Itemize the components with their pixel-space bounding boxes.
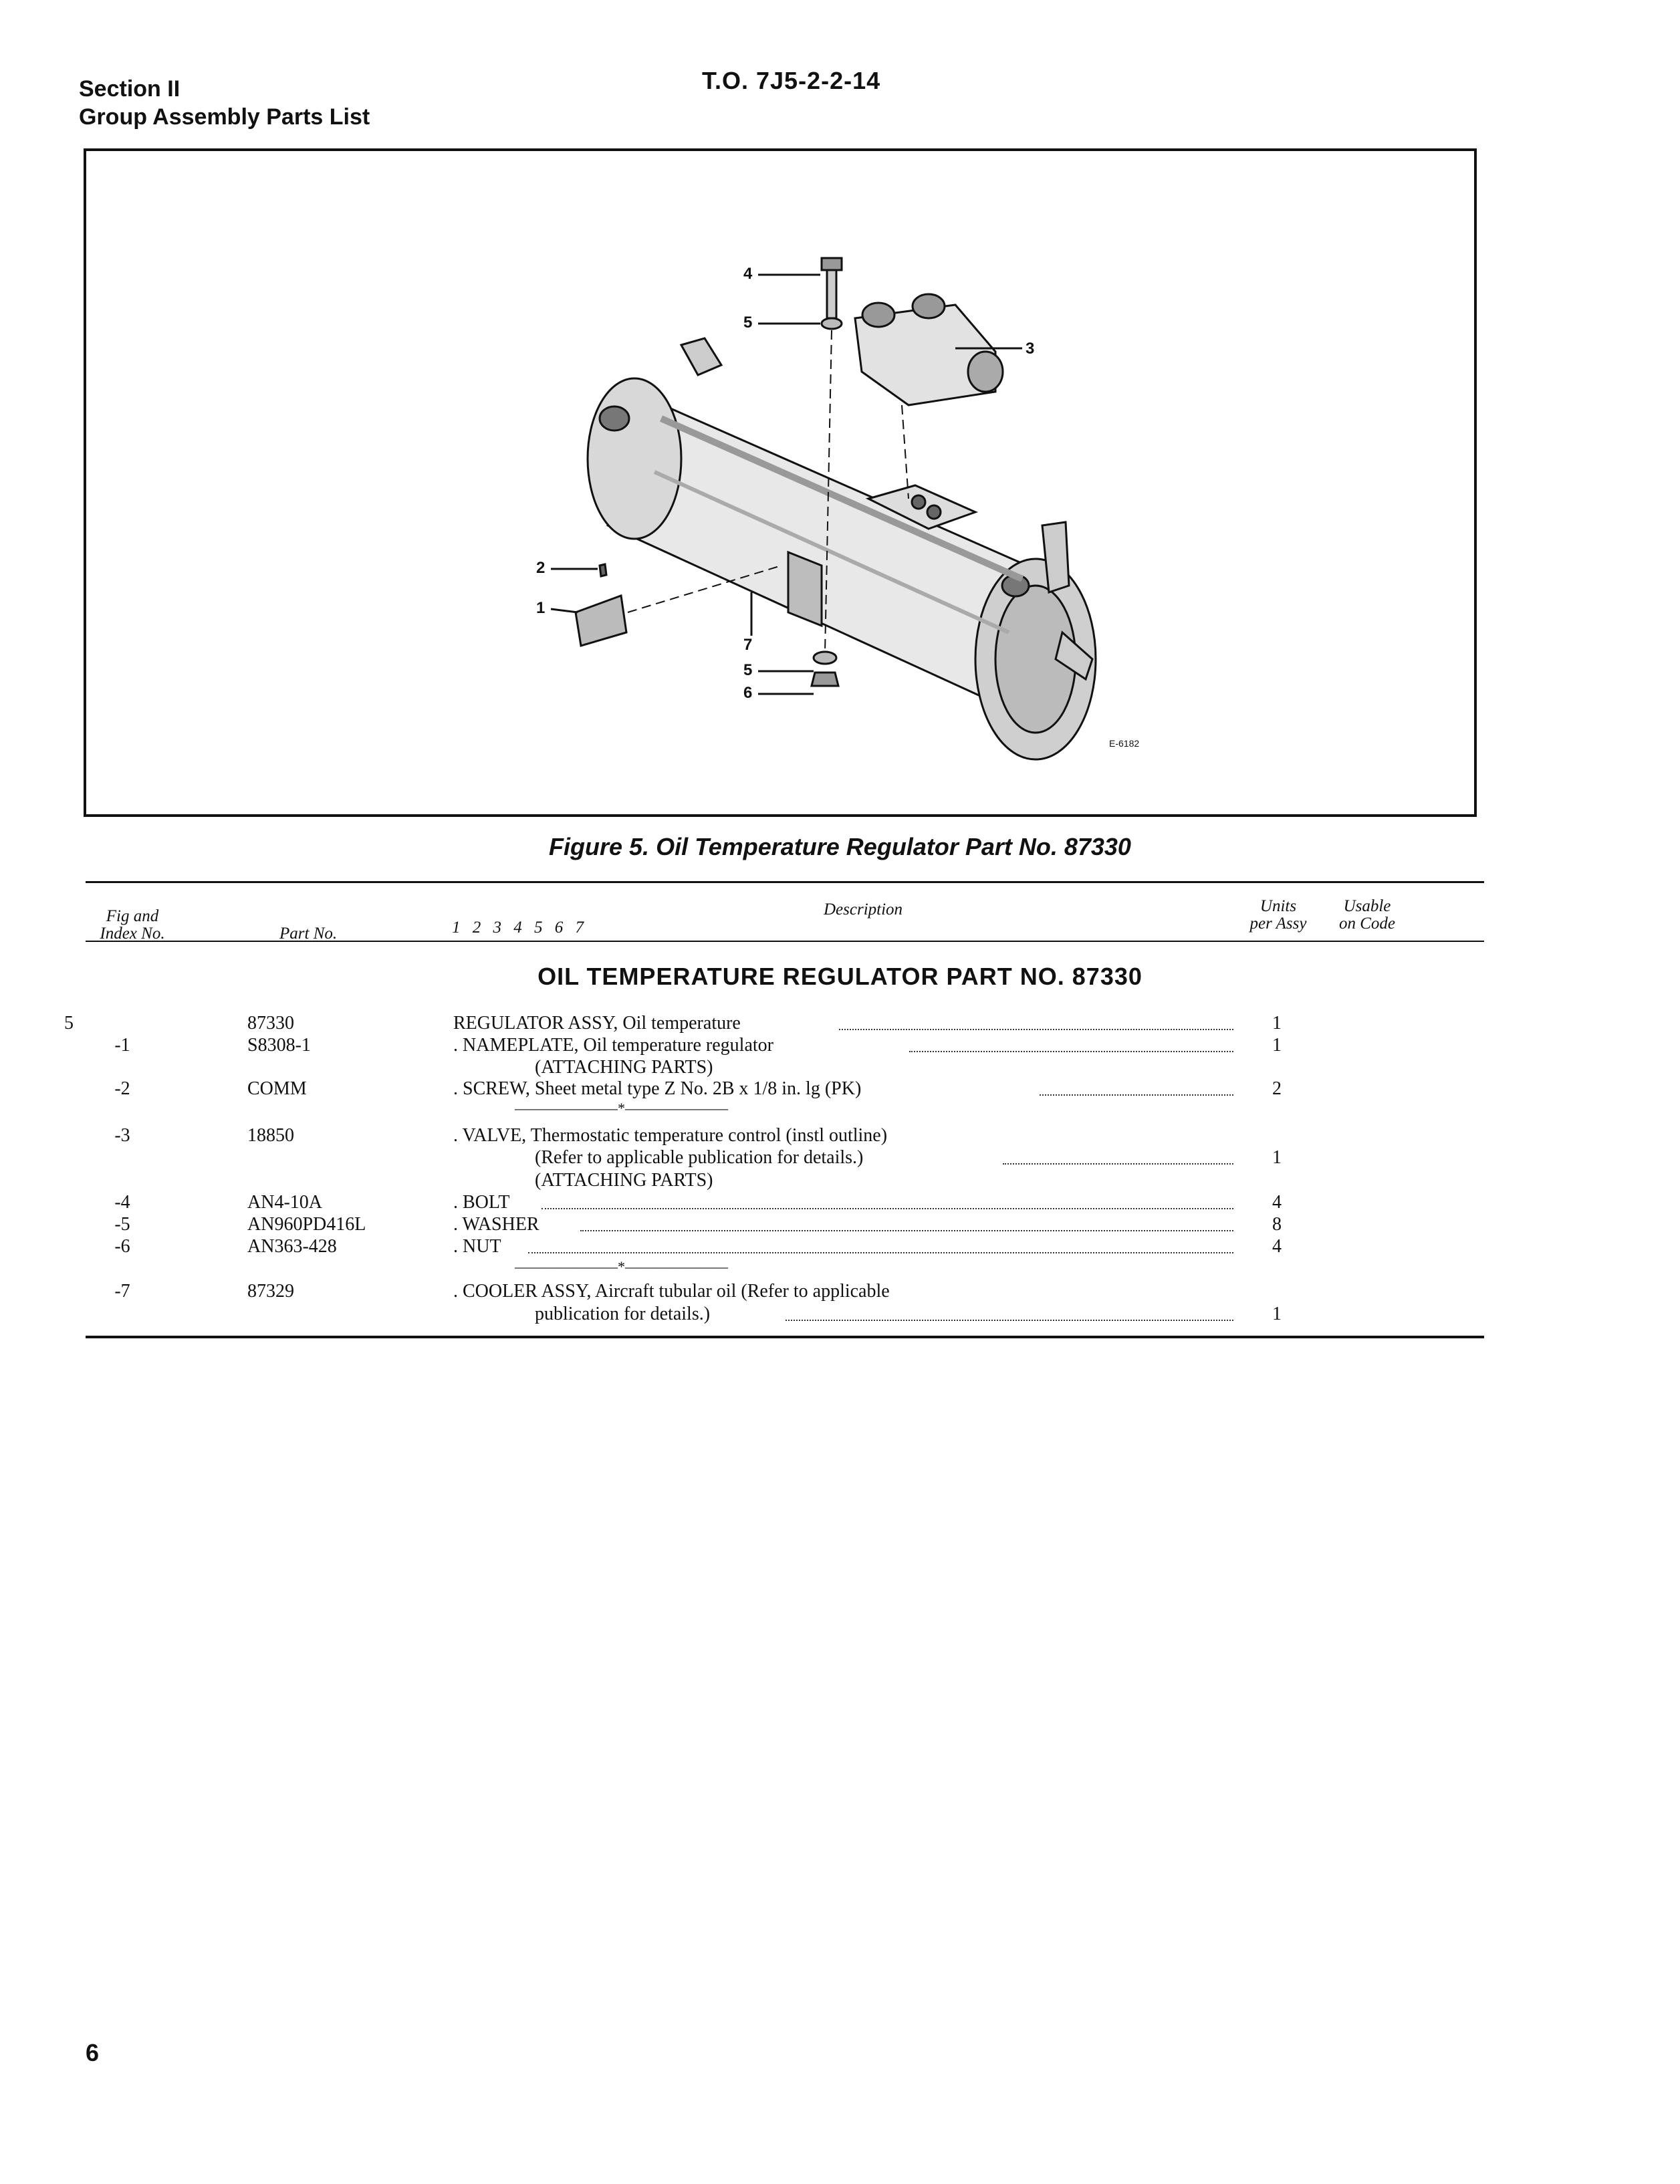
table-header-rule — [86, 941, 1484, 942]
row-units: 1 — [1272, 1304, 1282, 1324]
leader-dots — [542, 1208, 1233, 1209]
col-header-description: Description — [824, 900, 903, 919]
row-description: . VALVE, Thermostatic temperature contro… — [453, 1125, 888, 1146]
callout-5-bottom: 5 — [743, 661, 753, 679]
row-description: (ATTACHING PARTS) — [535, 1057, 713, 1078]
col-header-units-per-assy: Units per Assy — [1249, 897, 1307, 933]
drawing-code: E-6182 — [1109, 738, 1140, 749]
table-top-rule — [86, 881, 1484, 883]
washer-bottom — [812, 650, 838, 665]
row-units: 4 — [1272, 1236, 1282, 1257]
row-index: -5 — [114, 1214, 130, 1235]
row-description: . SCREW, Sheet metal type Z No. 2B x 1/8… — [453, 1078, 862, 1099]
figure-caption: Figure 5. Oil Temperature Regulator Part… — [549, 833, 1131, 860]
row-index: -1 — [114, 1035, 130, 1056]
table-bottom-rule — [86, 1336, 1484, 1338]
row-part-no: 87330 — [247, 1013, 294, 1034]
row-description: (ATTACHING PARTS) — [535, 1170, 713, 1191]
row-units: 1 — [1272, 1035, 1282, 1056]
row-index: 5 — [64, 1013, 74, 1034]
nameplate-mount — [787, 550, 823, 628]
col-header-indent-levels: 1 2 3 4 5 6 7 — [452, 919, 588, 937]
leader-dots — [786, 1320, 1233, 1321]
row-part-no: S8308-1 — [247, 1035, 311, 1056]
callout-1: 1 — [536, 599, 546, 617]
table-row: 5 87330 REGULATOR ASSY, Oil temperature … — [0, 1013, 1680, 1036]
leader-dots — [580, 1230, 1233, 1231]
row-index: -2 — [114, 1078, 130, 1099]
row-part-no: AN4-10A — [247, 1192, 322, 1213]
table-row: publication for details.) 1 — [0, 1304, 1680, 1326]
row-index: -3 — [114, 1125, 130, 1146]
leader-dots — [839, 1029, 1233, 1030]
nut — [810, 671, 840, 687]
bolt — [826, 265, 838, 320]
table-row: -6 AN363-428 . NUT 4 — [0, 1236, 1680, 1259]
row-description: . WASHER — [453, 1214, 539, 1235]
leader-dots — [909, 1051, 1233, 1052]
row-description: . NAMEPLATE, Oil temperature regulator — [453, 1035, 773, 1056]
attaching-parts-separator: ———————*——————— — [515, 1258, 728, 1275]
row-units: 4 — [1272, 1192, 1282, 1213]
cooler-left-end — [586, 377, 683, 540]
exploded-view-drawing — [550, 257, 1097, 761]
table-row: -7 87329 . COOLER ASSY, Aircraft tubular… — [0, 1281, 1680, 1304]
section-subtitle: Group Assembly Parts List — [79, 104, 370, 130]
thermostatic-valve — [854, 304, 997, 406]
callout-2: 2 — [536, 559, 546, 577]
row-description: . COOLER ASSY, Aircraft tubular oil (Ref… — [453, 1281, 890, 1302]
row-part-no: 87329 — [247, 1281, 294, 1302]
row-index: -7 — [114, 1281, 130, 1302]
row-part-no: AN363-428 — [247, 1236, 337, 1257]
page-number: 6 — [86, 2039, 100, 2066]
row-description: . NUT — [453, 1236, 501, 1257]
washer-top — [820, 317, 843, 330]
row-index: -4 — [114, 1192, 130, 1213]
table-row: -1 S8308-1 . NAMEPLATE, Oil temperature … — [0, 1035, 1680, 1058]
to-number: T.O. 7J5-2-2-14 — [702, 67, 881, 94]
table-row: (Refer to applicable publication for det… — [0, 1147, 1680, 1170]
col-header-fig-index: Fig and Index No. — [100, 907, 165, 943]
nameplate — [574, 594, 628, 647]
row-description: publication for details.) — [535, 1304, 711, 1324]
leader-dots — [1040, 1094, 1233, 1096]
row-description: REGULATOR ASSY, Oil temperature — [453, 1013, 741, 1034]
callout-3: 3 — [1026, 340, 1035, 358]
row-index: -6 — [114, 1236, 130, 1257]
leader-dots — [528, 1252, 1233, 1253]
callout-line-1 — [550, 608, 578, 614]
row-units: 1 — [1272, 1013, 1282, 1034]
table-row: -5 AN960PD416L . WASHER 8 — [0, 1214, 1680, 1237]
table-title: OIL TEMPERATURE REGULATOR PART NO. 87330 — [537, 963, 1143, 990]
row-part-no: AN960PD416L — [247, 1214, 366, 1235]
row-description: (Refer to applicable publication for det… — [535, 1147, 864, 1168]
section-header: Section II Group Assembly Parts List — [79, 75, 370, 131]
col-header-usable-on-code: Usable on Code — [1338, 897, 1396, 933]
table-row: -3 18850 . VALVE, Thermostatic temperatu… — [0, 1125, 1680, 1148]
callout-5-top: 5 — [743, 314, 753, 332]
section-label: Section II — [79, 76, 181, 102]
attaching-parts-separator: ———————*——————— — [515, 1100, 728, 1116]
row-units: 2 — [1272, 1078, 1282, 1099]
row-units: 1 — [1272, 1147, 1282, 1168]
callout-7: 7 — [743, 636, 753, 654]
leader-dots — [1003, 1163, 1233, 1165]
table-row: -2 COMM . SCREW, Sheet metal type Z No. … — [0, 1078, 1680, 1101]
screw — [598, 563, 608, 578]
row-units: 8 — [1272, 1214, 1282, 1235]
callout-4: 4 — [743, 265, 753, 283]
table-row: (ATTACHING PARTS) — [0, 1057, 1680, 1080]
row-part-no: 18850 — [247, 1125, 294, 1146]
table-row: (ATTACHING PARTS) — [0, 1170, 1680, 1193]
col-header-part-no: Part No. — [279, 925, 338, 943]
row-part-no: COMM — [247, 1078, 307, 1099]
figure-frame: 4 5 3 2 1 7 5 6 E-6182 — [84, 148, 1477, 817]
row-description: . BOLT — [453, 1192, 510, 1213]
callout-6: 6 — [743, 684, 753, 702]
table-row: -4 AN4-10A . BOLT 4 — [0, 1192, 1680, 1215]
